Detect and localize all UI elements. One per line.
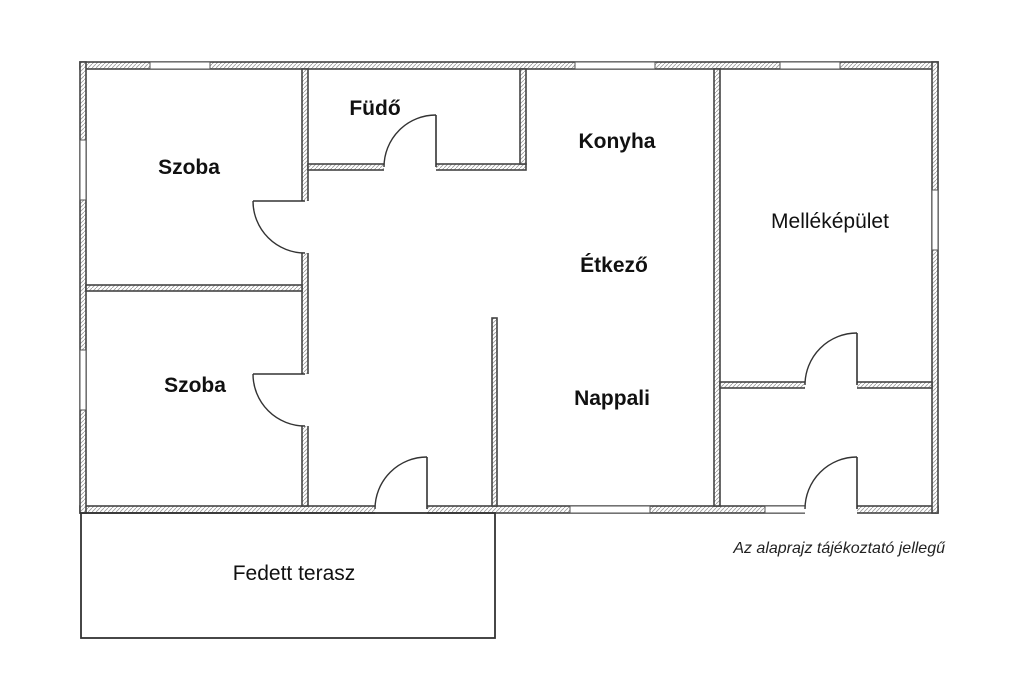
room-label-mellekepulet: Melléképület [771,210,889,233]
room-label-konyha: Konyha [578,130,655,153]
outer-walls [79,61,939,514]
interior-walls [85,68,933,507]
terrace-outline [80,512,496,639]
door-outbuilding-upper [804,332,858,389]
windows [79,61,939,514]
room-label-terasz: Fedett terasz [233,562,356,585]
room-label-nappali: Nappali [574,387,650,410]
door-room2 [252,373,309,427]
room-label-fudo: Füdő [349,97,400,120]
room-label-szoba-2: Szoba [164,374,226,397]
room-label-etkezo: Étkező [580,254,648,277]
room-label-szoba-1: Szoba [158,156,220,179]
door-bathroom [383,114,437,171]
disclaimer-note: Az alaprajz tájékoztató jellegű [732,540,946,557]
door-outbuilding-lower [804,456,858,514]
door-entrance [374,456,428,514]
door-room1 [252,200,309,254]
